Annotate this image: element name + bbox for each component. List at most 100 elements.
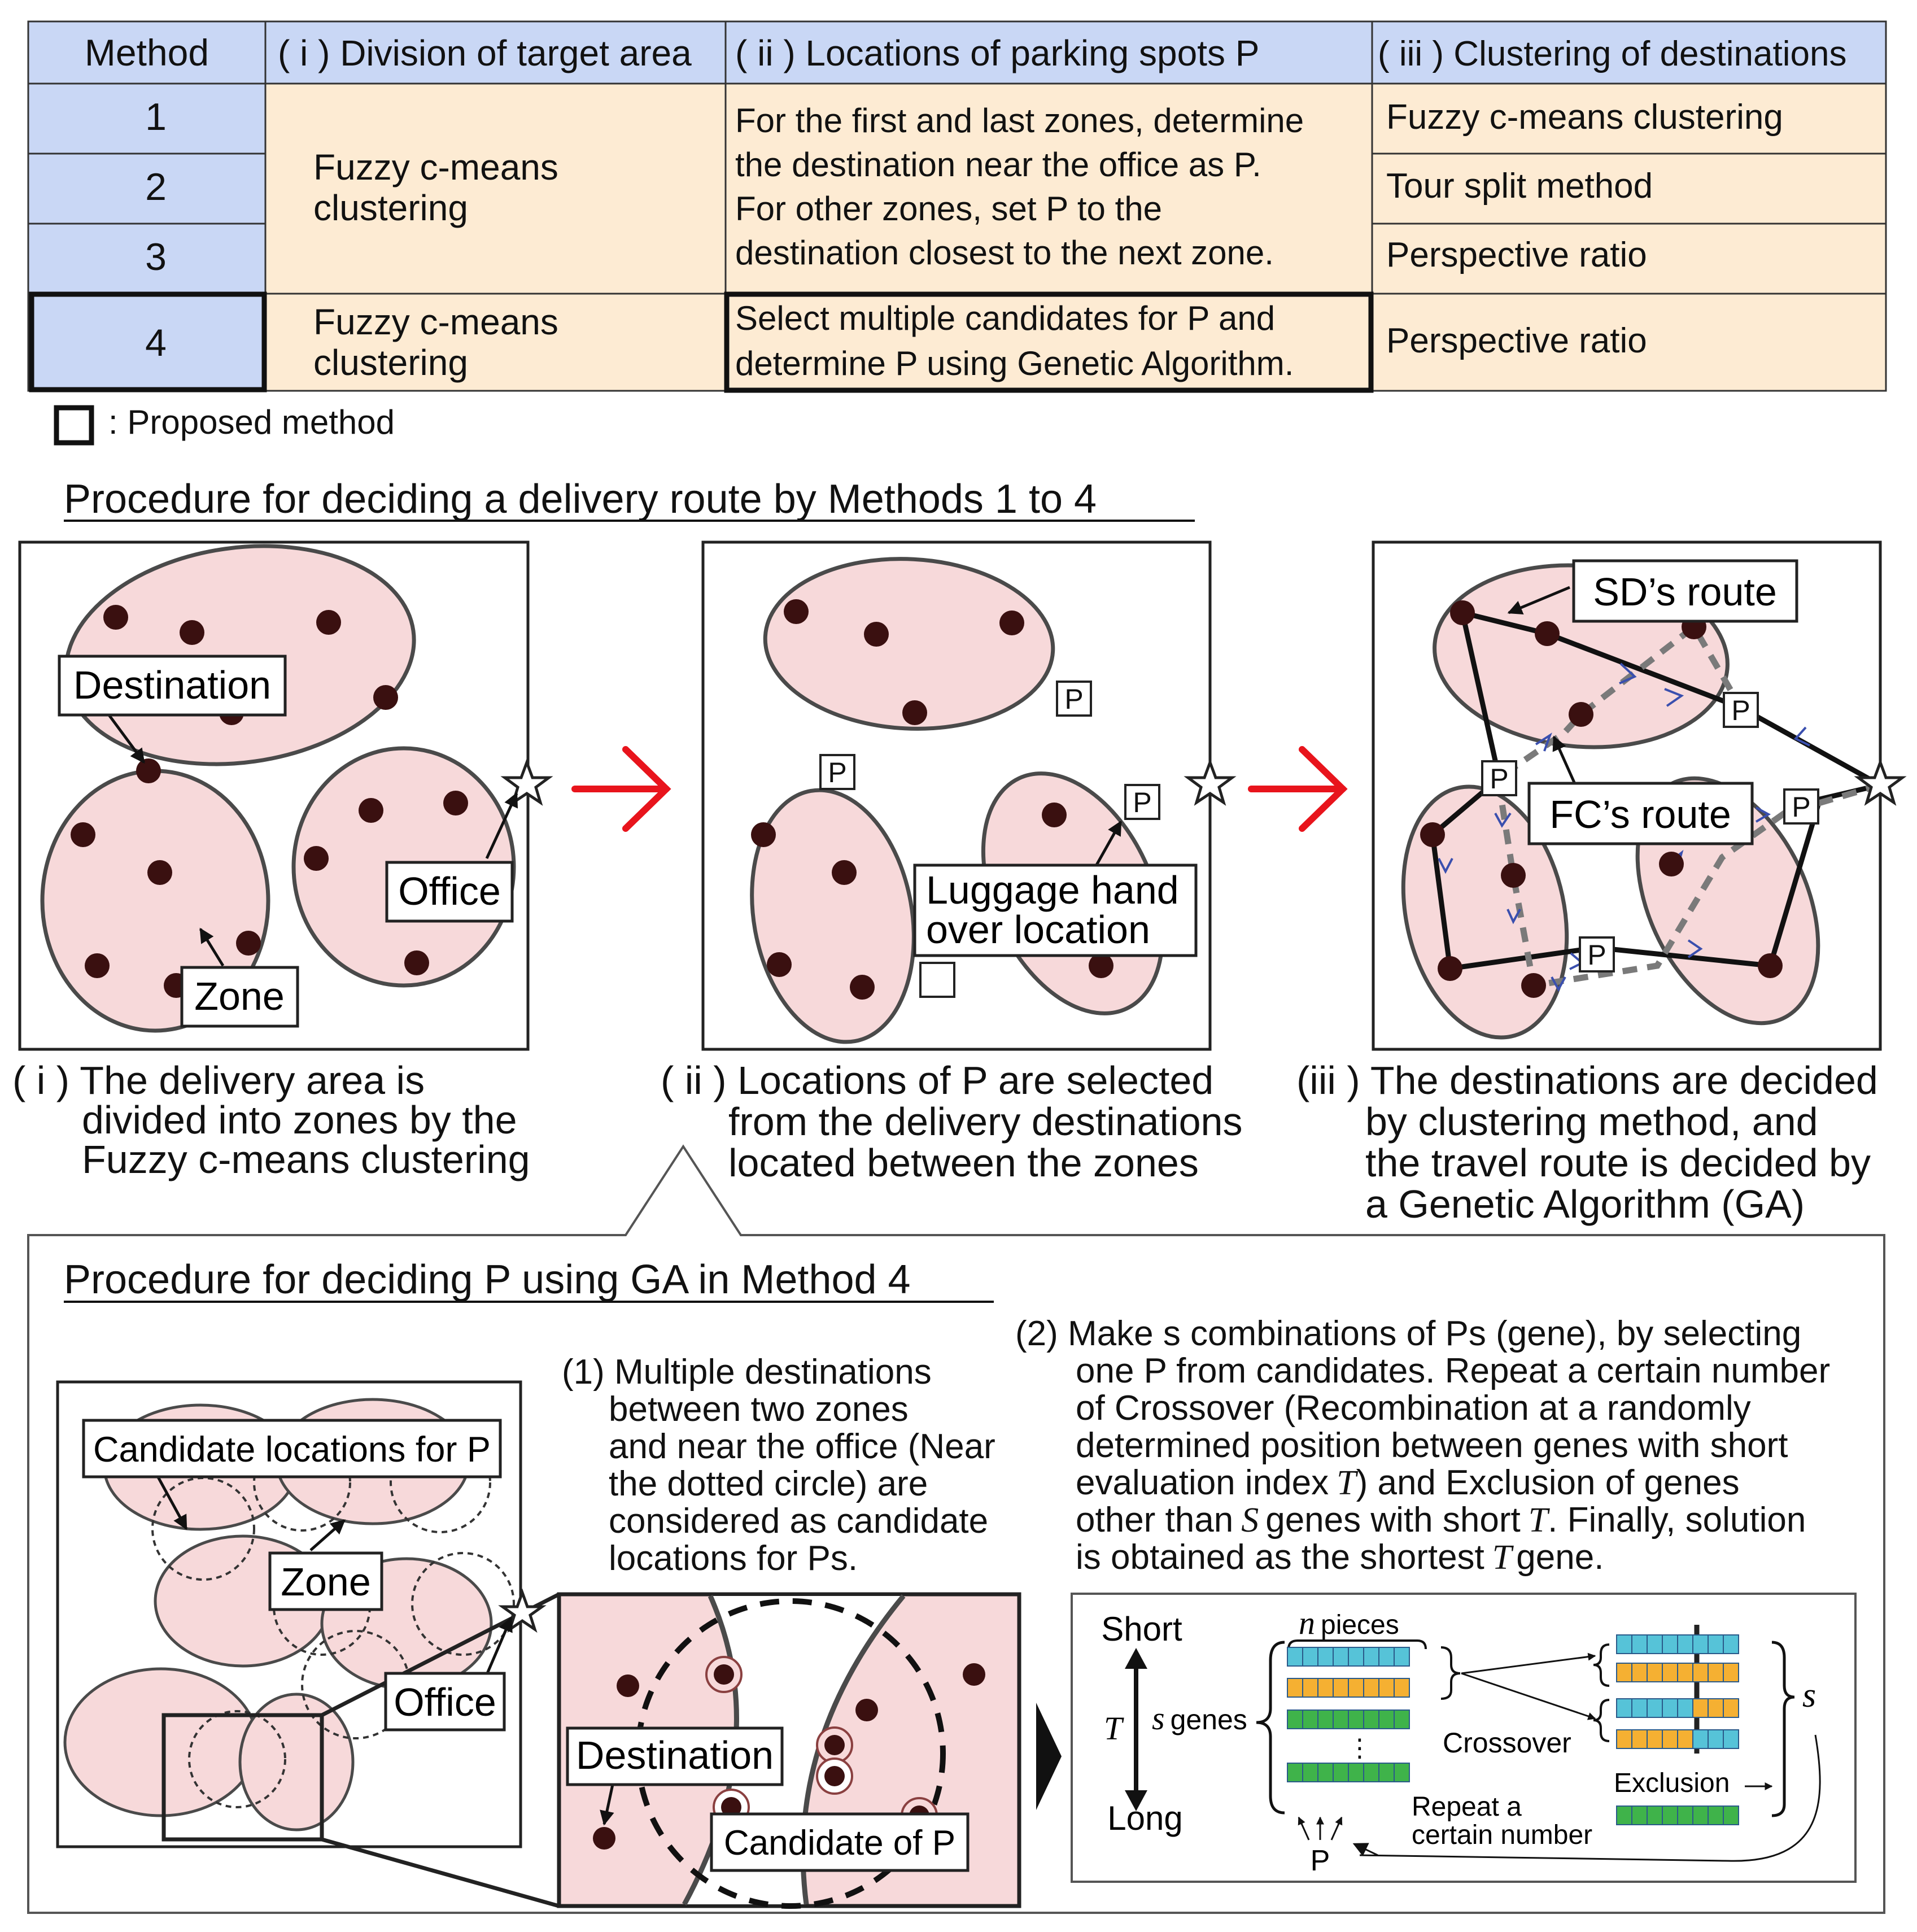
header-method: Method — [85, 32, 209, 73]
step2-line6-a: other than — [1076, 1501, 1233, 1540]
red-arrow-1 — [571, 746, 671, 832]
method-number-1: 1 — [145, 95, 167, 138]
division-text-4-line1: Fuzzy c-means — [313, 302, 558, 342]
step2-line7-b: gene. — [1516, 1538, 1604, 1577]
step2-line7-a: is obtained as the shortest — [1076, 1538, 1484, 1577]
step1-line5: considered as candidate — [609, 1502, 988, 1541]
label-P-bottom: P — [1311, 1844, 1330, 1877]
p-marker-3c: P — [1792, 791, 1810, 823]
var-n: n — [1299, 1604, 1315, 1641]
label-office: Office — [398, 869, 501, 913]
gene-row-result-cyan — [1616, 1634, 1739, 1654]
p-marker-3a: P — [1731, 695, 1750, 726]
step1-line3: and near the office (Near — [609, 1427, 995, 1466]
ga-title: Procedure for deciding P using GA in Met… — [64, 1257, 911, 1302]
location-text-4-line2: determine P using Genetic Algorithm. — [735, 344, 1294, 382]
caption-panel3-line1: (iii ) The destinations are decided — [1296, 1058, 1878, 1102]
division-text-1-3-line2: clustering — [313, 187, 468, 228]
gene-row-crossed-1 — [1616, 1698, 1739, 1718]
label-dots: ⋮ — [1347, 1734, 1372, 1762]
procedure-title: Procedure for deciding a delivery route … — [64, 477, 1097, 522]
step1-line1: (1) Multiple destinations — [562, 1353, 932, 1392]
caption-panel1-line1: ( i ) The delivery area is — [12, 1058, 425, 1102]
label-candidate-locations: Candidate locations for P — [93, 1430, 491, 1469]
step2-line5-b: ) and Exclusion of genes — [1356, 1463, 1740, 1502]
label-long: Long — [1107, 1799, 1182, 1837]
step2-line1: (2) Make s combinations of Ps (gene), by… — [1015, 1314, 1801, 1353]
step2-line6-b: genes with short — [1265, 1501, 1520, 1540]
step2-line5-a: evaluation index — [1076, 1463, 1329, 1502]
method-number-3: 3 — [145, 235, 167, 278]
gene-row-green-last — [1287, 1763, 1410, 1782]
gene-row-green — [1287, 1709, 1410, 1729]
step2-line4: determined position between genes with s… — [1076, 1426, 1788, 1465]
header-division: ( i ) Division of target area — [278, 33, 692, 73]
step2-line2: one P from candidates. Repeat a certain … — [1076, 1351, 1830, 1390]
step2-line3: of Crossover (Recombination at a randoml… — [1076, 1389, 1751, 1428]
caption-panel1-line2: divided into zones by the — [82, 1098, 517, 1142]
label-zoom-destination: Destination — [576, 1733, 774, 1777]
label-crossover: Crossover — [1443, 1727, 1571, 1759]
clustering-text-3: Perspective ratio — [1386, 235, 1647, 274]
p-marker-3b: P — [1490, 763, 1508, 795]
step1-line6: locations for Ps. — [609, 1539, 858, 1578]
label-pieces-word: pieces — [1321, 1610, 1399, 1640]
red-arrow-2 — [1248, 746, 1348, 832]
panel-clustering — [1372, 540, 1907, 1051]
gene-row-orange — [1287, 1678, 1410, 1698]
caption-panel2-line3: located between the zones — [728, 1141, 1199, 1185]
label-luggage-line1: Luggage hand — [926, 868, 1179, 912]
caption-panel2-line1: ( ii ) Locations of P are selected — [661, 1058, 1213, 1102]
label-sd-route: SD’s route — [1593, 570, 1777, 614]
gene-row-result-orange — [1616, 1663, 1739, 1682]
clustering-text-1: Fuzzy c-means clustering — [1386, 98, 1783, 137]
var-T-2: T — [1529, 1501, 1551, 1540]
location-text-1-3-line2: the destination near the office as P. — [735, 146, 1261, 184]
proposed-method-box-location — [724, 291, 1374, 393]
location-text-4-line1: Select multiple candidates for P and — [735, 299, 1275, 337]
location-text-1-3-line1: For the first and last zones, determine — [735, 102, 1304, 139]
label-zone: Zone — [194, 974, 285, 1018]
label-repeat-line1: Repeat a — [1412, 1792, 1522, 1822]
p-marker-2a: P — [1064, 683, 1083, 715]
var-s-genes: s — [1152, 1700, 1165, 1737]
caption-panel1-line3: Fuzzy c-means clustering — [82, 1137, 530, 1181]
p-marker-2c: P — [1133, 787, 1151, 818]
division-text-1-3-line1: Fuzzy c-means — [313, 147, 558, 187]
ga-zoom-panel — [557, 1592, 1021, 1909]
caption-panel3-line3: the travel route is decided by — [1365, 1141, 1871, 1185]
label-luggage-line2: over location — [926, 908, 1150, 952]
label-T-axis: T — [1104, 1710, 1124, 1747]
clustering-text-4: Perspective ratio — [1386, 321, 1647, 360]
label-repeat-line2: certain number — [1412, 1820, 1592, 1850]
label-s-right: s — [1802, 1676, 1816, 1715]
legend-box-icon — [54, 405, 94, 446]
method-number-2: 2 — [145, 165, 167, 208]
panel-division — [18, 540, 553, 1051]
label-destination: Destination — [73, 663, 271, 707]
p-marker-3d: P — [1587, 939, 1606, 971]
caption-panel2-line2: from the delivery destinations — [728, 1100, 1242, 1144]
label-short: Short — [1101, 1610, 1182, 1648]
label-zoom-candidate: Candidate of P — [724, 1824, 955, 1863]
caption-panel3-line4: a Genetic Algorithm (GA) — [1365, 1182, 1805, 1226]
step-arrow-triangle — [1036, 1703, 1062, 1810]
gene-row-crossed-2 — [1616, 1729, 1739, 1749]
p-marker-2b: P — [828, 757, 846, 788]
ga-gene-diagram — [1071, 1593, 1857, 1883]
method-table — [27, 20, 1887, 392]
label-ga-zone: Zone — [281, 1560, 371, 1604]
location-text-1-3-line3: For other zones, set P to the — [735, 190, 1162, 228]
location-text-1-3-line4: destination closest to the next zone. — [735, 234, 1274, 272]
gene-row-result-green — [1616, 1805, 1739, 1825]
header-clustering: ( iii ) Clustering of destinations — [1378, 34, 1846, 73]
proposed-method-box-number — [29, 291, 267, 392]
step1-line2: between two zones — [609, 1390, 909, 1429]
label-ga-office: Office — [394, 1680, 496, 1724]
label-genes-word: genes — [1171, 1704, 1247, 1735]
